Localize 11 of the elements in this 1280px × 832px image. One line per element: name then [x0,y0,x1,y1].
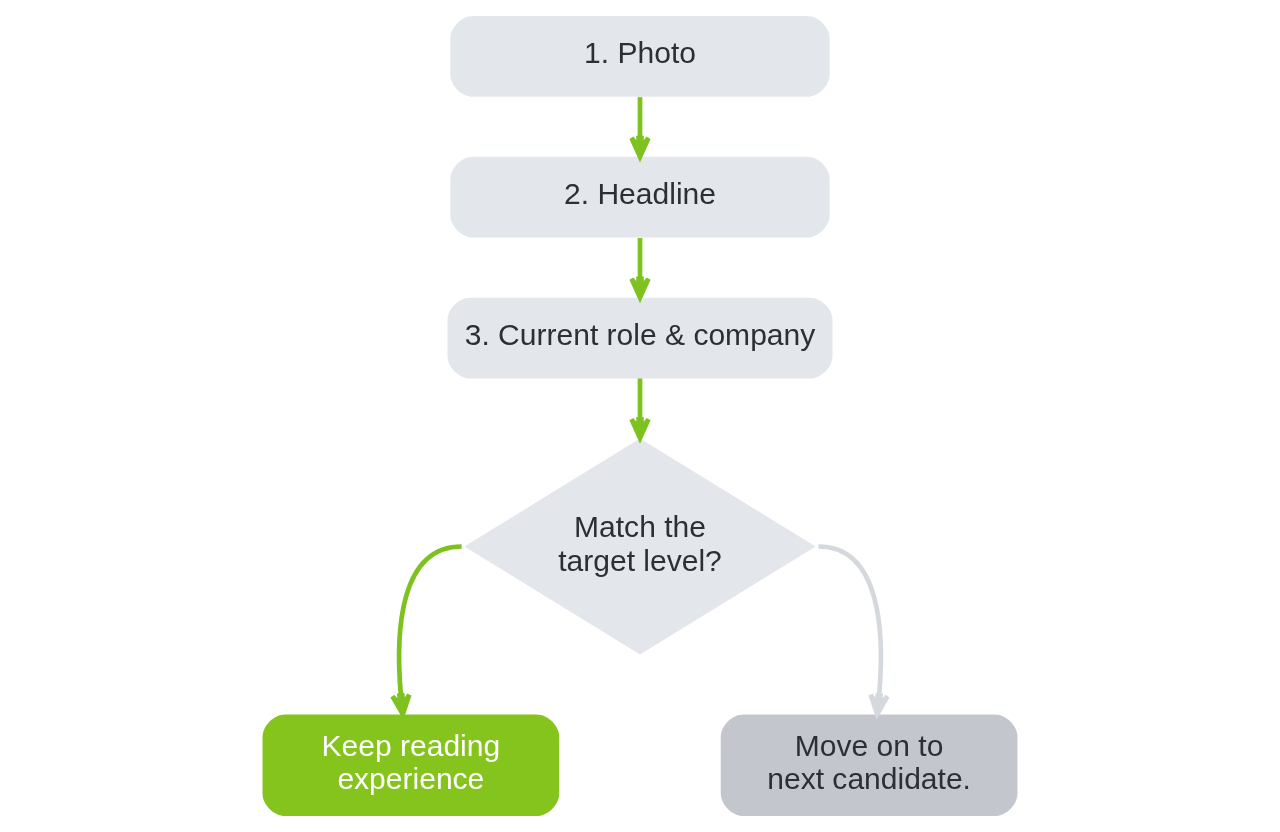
arrow [818,544,890,717]
node-box: 2. Headline [450,156,830,238]
arrow [390,544,462,717]
arrow [629,238,651,300]
node-box: Keep reading experience [262,714,560,816]
node-box: 3. Current role & company [447,297,833,379]
node-box: 1. Photo [450,16,830,97]
node-box: Move on to next candidate. [720,714,1018,816]
arrow [629,97,651,160]
arrow [629,378,651,441]
node-diamond: Match the target level? [464,438,816,655]
